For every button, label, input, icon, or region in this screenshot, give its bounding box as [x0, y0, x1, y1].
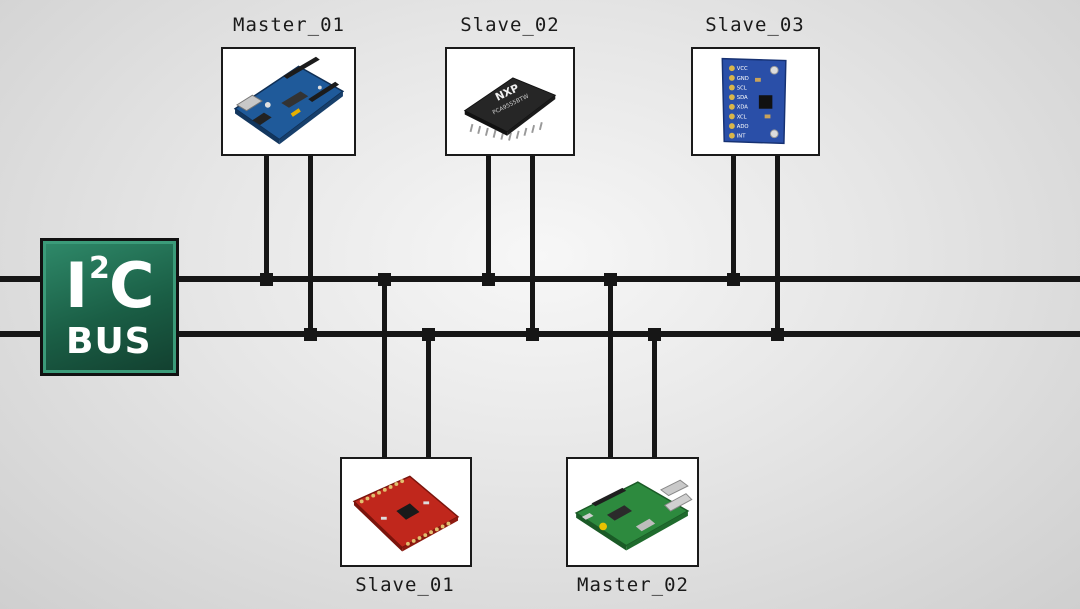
label-master-02: Master_02 — [577, 574, 689, 596]
pin-label: ADO — [737, 124, 749, 130]
label-slave-03: Slave_03 — [705, 14, 805, 36]
bus-joint — [604, 273, 617, 286]
wire-slave-03-b — [775, 155, 780, 334]
pin-label: INT — [737, 134, 747, 140]
logo-bus: BUS — [66, 321, 152, 362]
bus-joint — [648, 328, 661, 341]
bus-joint — [482, 273, 495, 286]
logo-c: C — [109, 249, 155, 322]
bus-joint — [727, 273, 740, 286]
bus-joint — [422, 328, 435, 341]
nxp-chip-icon: NXP PCA9555BTW — [463, 77, 557, 141]
bus-line-bottom — [0, 331, 1080, 337]
bus-joint — [260, 273, 273, 286]
pin-label: GND — [737, 76, 749, 82]
bus-joint — [304, 328, 317, 341]
wire-slave-02-b — [530, 155, 535, 334]
logo-superscript-2: 2 — [89, 251, 110, 286]
pin-label: XCL — [737, 114, 747, 120]
wire-master-01-b — [308, 155, 313, 334]
pin-label: XDA — [737, 105, 749, 111]
sensor-module-icon: VCC GND SCL SDA XDA XCL ADO INT — [721, 57, 787, 145]
wire-slave-01-a — [382, 279, 387, 458]
bus-joint — [378, 273, 391, 286]
wire-slave-01-b — [426, 334, 431, 458]
logo-i: I — [65, 249, 89, 322]
device-slave-03: VCC GND SCL SDA XDA XCL ADO INT — [691, 47, 820, 156]
wire-master-02-a — [608, 279, 613, 458]
wire-slave-02-a — [486, 155, 491, 279]
device-master-01 — [221, 47, 356, 156]
bus-joint — [526, 328, 539, 341]
label-master-01: Master_01 — [233, 14, 345, 36]
i2c-bus-logo: I 2 C BUS — [40, 238, 179, 376]
pin-label: SDA — [737, 95, 748, 101]
bus-joint — [771, 328, 784, 341]
device-slave-01 — [340, 457, 472, 567]
pin-label: VCC — [737, 66, 748, 72]
wire-master-01-a — [264, 155, 269, 279]
device-master-02 — [566, 457, 699, 567]
pin-label: SCL — [737, 85, 747, 91]
label-slave-02: Slave_02 — [460, 14, 560, 36]
arduino-board-icon — [233, 56, 345, 145]
wire-master-02-b — [652, 334, 657, 458]
label-slave-01: Slave_01 — [355, 574, 455, 596]
device-slave-02: NXP PCA9555BTW — [445, 47, 575, 156]
raspberry-pi-icon — [574, 479, 693, 551]
wire-slave-03-a — [731, 155, 736, 279]
bus-line-top — [0, 276, 1080, 282]
breakout-board-icon — [352, 475, 460, 552]
